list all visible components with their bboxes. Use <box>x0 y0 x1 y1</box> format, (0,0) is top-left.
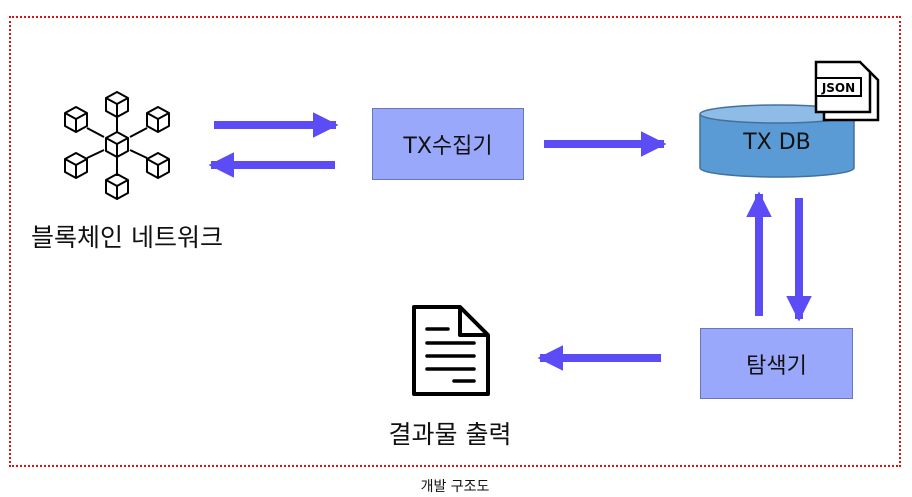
dev-structure-boundary <box>9 16 901 467</box>
blockchain-network-icon <box>64 91 170 200</box>
explorer-node: 탐색기 <box>700 328 853 399</box>
tx-db-label: TX DB <box>743 130 811 155</box>
blockchain-network-label: 블록체인 네트워크 <box>31 223 223 252</box>
tx-collector-node: TX수집기 <box>372 108 524 180</box>
tx-db-cylinder <box>699 104 855 178</box>
tx-collector-label: TX수집기 <box>403 134 493 159</box>
diagram-caption: 개발 구조도 <box>420 479 490 495</box>
json-file-icon: JSON <box>814 60 880 122</box>
explorer-label: 탐색기 <box>746 353 807 379</box>
output-label: 결과물 출력 <box>388 420 512 449</box>
document-icon <box>412 305 490 396</box>
json-badge: JSON <box>821 81 855 95</box>
